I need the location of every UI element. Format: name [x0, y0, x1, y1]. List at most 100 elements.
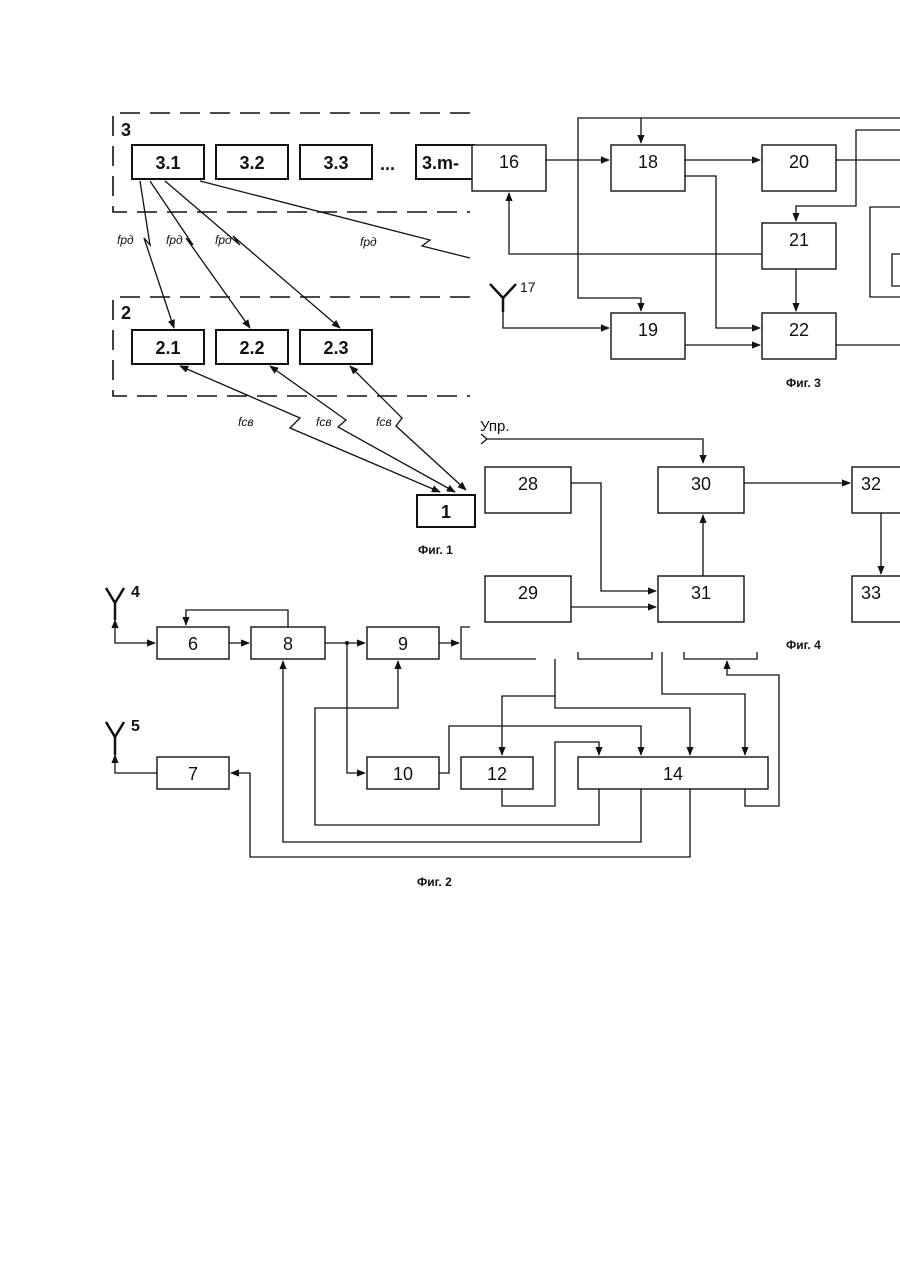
figure-3-caption: Фиг. 3 [786, 376, 821, 390]
link-14-to-9 [315, 661, 599, 825]
block-3-m-label: 3.m- [422, 153, 459, 173]
figure-2: 4 5 6 8 9 7 10 [106, 584, 779, 889]
radio-link-2-1-to-1 [180, 366, 440, 492]
block-14-label: 14 [663, 764, 683, 784]
radio-link-2-3-to-1 [350, 366, 466, 490]
block-28-label: 28 [518, 474, 538, 494]
block-2-3: 2.3 [300, 330, 372, 364]
radio-link-2-2-to-1 [270, 366, 455, 492]
radio-link-3-1-to-2-2 [150, 181, 250, 328]
link-21-to-16 [509, 193, 762, 254]
link-13-to-14 [662, 652, 745, 755]
block-1: 1 [417, 495, 475, 527]
block-6: 6 [157, 627, 229, 659]
block-3-1-label: 3.1 [155, 153, 180, 173]
link-antenna-4-to-6 [115, 620, 155, 643]
radio-link-3-1-to-2-1 [140, 181, 174, 328]
link-control-to-30 [487, 439, 703, 463]
block-12-label: 12 [487, 764, 507, 784]
control-input-label: Упр. [480, 418, 510, 435]
block-28: 28 [485, 467, 571, 513]
antenna-5-icon [106, 722, 124, 755]
block-22-label: 22 [789, 320, 809, 340]
block-33: 33 [852, 576, 900, 622]
link-18-to-22 [685, 176, 760, 328]
block-19-label: 19 [638, 320, 658, 340]
block-3-m: 3.m- [416, 145, 474, 179]
group-3-label: 3 [121, 120, 131, 140]
link-antenna-17-to-19 [503, 312, 609, 328]
block-21-label: 21 [789, 230, 809, 250]
block-partial-inner [892, 254, 900, 286]
block-20-label: 20 [789, 152, 809, 172]
block-9-label: 9 [398, 634, 408, 654]
block-6-label: 6 [188, 634, 198, 654]
block-7: 7 [157, 757, 229, 789]
freq-label-fsv-3: fсв [376, 415, 392, 429]
antenna-4-label: 4 [131, 584, 140, 601]
block-30-label: 30 [691, 474, 711, 494]
link-28-to-31 [571, 483, 656, 591]
link-8-feedback-to-6 [186, 610, 288, 627]
figure-2-caption: Фиг. 2 [417, 875, 452, 889]
link-7-to-antenna-5 [115, 755, 157, 773]
block-14: 14 [578, 757, 768, 789]
block-19: 19 [611, 313, 685, 359]
freq-label-fsv-2: fсв [316, 415, 332, 429]
freq-label-frd-3: fрд [215, 233, 232, 247]
freq-label-frd-1: fрд [117, 233, 134, 247]
block-29-label: 29 [518, 583, 538, 603]
control-input-marker [481, 434, 487, 444]
figure-1: 3 3.1 3.2 3.3 ... 3.m- 2 2.1 2.2 [113, 113, 475, 557]
link-11-to-12 [502, 659, 555, 755]
group-2-label: 2 [121, 303, 131, 323]
antenna-4-icon [106, 588, 124, 620]
freq-label-frd-4: fрд [360, 235, 377, 249]
block-9: 9 [367, 627, 439, 659]
block-partial-13 [578, 652, 652, 659]
figure-4-caption: Фиг. 4 [786, 638, 821, 652]
block-16-label: 16 [499, 152, 519, 172]
antenna-17-label: 17 [520, 279, 536, 295]
block-3-3: 3.3 [300, 145, 372, 179]
block-20: 20 [762, 145, 836, 191]
block-32: 32 [852, 467, 900, 513]
block-3-3-label: 3.3 [323, 153, 348, 173]
block-12: 12 [461, 757, 533, 789]
figure-1-caption: Фиг. 1 [418, 543, 453, 557]
junction-dot [345, 641, 349, 645]
block-3-1: 3.1 [132, 145, 204, 179]
block-21: 21 [762, 223, 836, 269]
block-18: 18 [611, 145, 685, 191]
block-3-2-label: 3.2 [239, 153, 264, 173]
block-partial-11 [461, 627, 536, 659]
block-10: 10 [367, 757, 439, 789]
block-32-label: 32 [861, 474, 881, 494]
block-1-label: 1 [441, 502, 451, 522]
figure-4: Упр. 28 30 32 29 31 33 [480, 418, 900, 652]
block-partial-right [870, 207, 900, 297]
block-2-1: 2.1 [132, 330, 204, 364]
block-8-label: 8 [283, 634, 293, 654]
block-29: 29 [485, 576, 571, 622]
block-10-label: 10 [393, 764, 413, 784]
block-3-2: 3.2 [216, 145, 288, 179]
block-2-2-label: 2.2 [239, 338, 264, 358]
block-7-label: 7 [188, 764, 198, 784]
link-14-to-8 [283, 661, 641, 842]
block-31: 31 [658, 576, 744, 622]
block-31-label: 31 [691, 583, 711, 603]
radio-link-3-1-to-2-3 [165, 181, 340, 328]
block-2-2: 2.2 [216, 330, 288, 364]
antenna-5-label: 5 [131, 718, 140, 735]
block-partial-15 [684, 652, 757, 659]
block-33-label: 33 [861, 583, 881, 603]
freq-label-frd-2: fрд [166, 233, 183, 247]
blocks-ellipsis: ... [380, 154, 395, 174]
antenna-17-icon [490, 284, 516, 312]
block-2-3-label: 2.3 [323, 338, 348, 358]
figure-3: 16 18 20 21 19 22 [472, 118, 900, 390]
block-30: 30 [658, 467, 744, 513]
freq-label-fsv-1: fсв [238, 415, 254, 429]
